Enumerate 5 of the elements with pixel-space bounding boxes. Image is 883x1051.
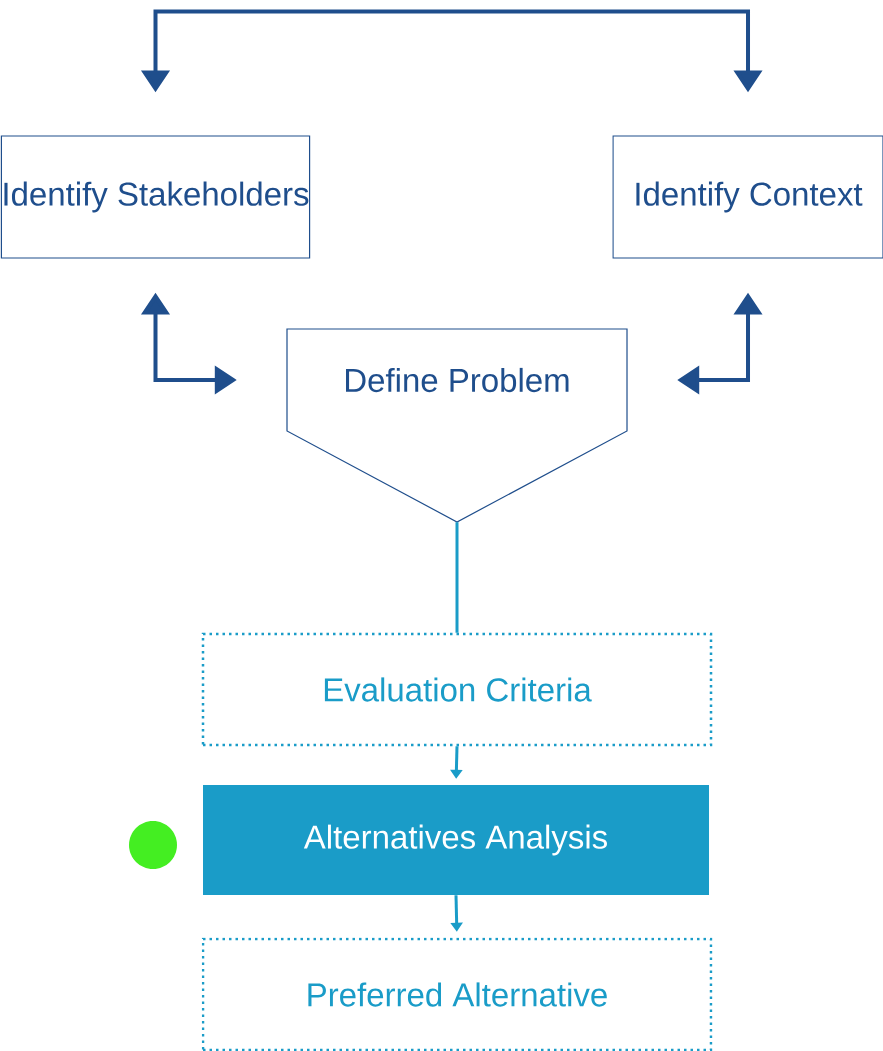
highlighted-box: Alternatives Analysis bbox=[203, 785, 709, 895]
process-box: Identify Stakeholders bbox=[0, 135, 311, 259]
dotted-box: Evaluation Criteria bbox=[201, 632, 713, 747]
process-box: Identify Context bbox=[612, 135, 883, 259]
dotted-box: Preferred Alternative bbox=[201, 937, 713, 1051]
